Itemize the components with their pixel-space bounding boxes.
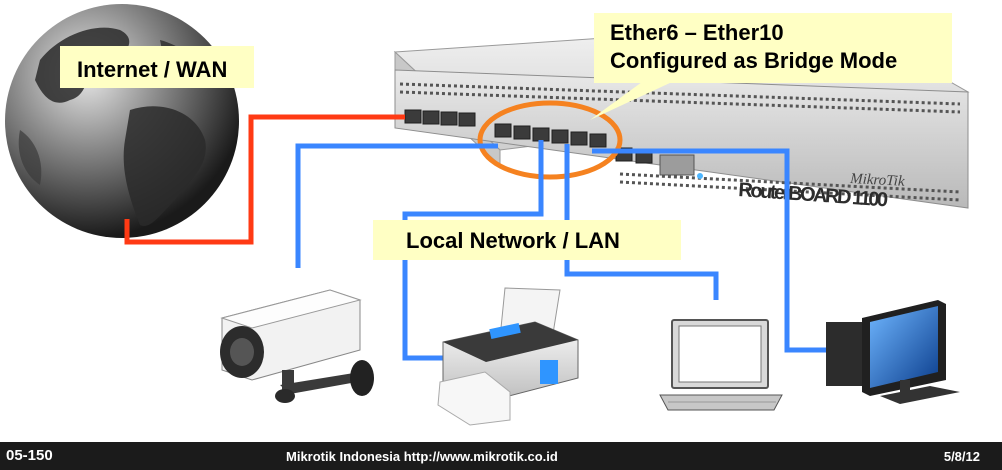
footer-website: Mikrotik Indonesia http://www.mikrotik.c…: [286, 449, 558, 464]
bridge-callout-pointer: [590, 82, 672, 120]
lan-cable-printer: [402, 140, 544, 361]
bridge-mode-text: Configured as Bridge Mode: [610, 48, 898, 73]
globe-icon: [5, 4, 239, 238]
bridge-ports-highlight: [477, 100, 623, 180]
desktop-computer-icon: [826, 300, 960, 404]
laptop-icon: [659, 319, 783, 411]
bridge-mode-callout: Ether6 – Ether10 Configured as Bridge Mo…: [594, 13, 952, 83]
lan-cable-desktop: [592, 148, 837, 353]
router-brand: MikroTik: [849, 171, 906, 190]
bridge-ports-text: Ether6 – Ether10: [610, 20, 784, 45]
lan-cable-laptop: [564, 144, 719, 300]
internet-wan-label: Internet / WAN: [60, 46, 254, 88]
slide-number: 05-150: [6, 447, 53, 464]
ip-camera-icon: [220, 289, 374, 403]
local-network-text: Local Network / LAN: [406, 228, 620, 253]
internet-wan-text: Internet / WAN: [77, 57, 228, 82]
slide-date: 5/8/12: [943, 449, 980, 464]
lan-cable-camera: [295, 143, 498, 268]
printer-icon: [437, 287, 579, 426]
wan-cable: [124, 114, 405, 245]
slide-footer: 05-150 Mikrotik Indonesia http://www.mik…: [0, 442, 1002, 470]
local-network-label: Local Network / LAN: [373, 220, 681, 260]
